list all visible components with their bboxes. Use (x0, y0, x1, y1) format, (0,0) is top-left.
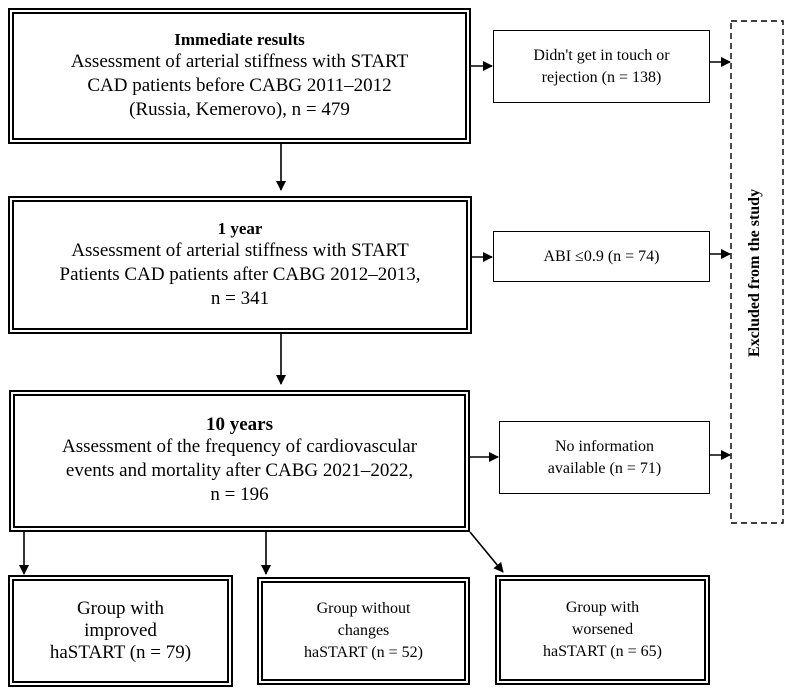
excluded-abi-line-1: ABI ≤0.9 (n = 74) (543, 247, 660, 265)
group-worsened-box: Group with worsened haSTART (n = 65) (495, 575, 710, 685)
excluded-no-info-box: No information available (n = 71) (499, 421, 710, 494)
excluded-no-info-line-2: available (n = 71) (547, 459, 662, 477)
group-no-changes-line-3: haSTART (n = 52) (304, 644, 423, 661)
stage-10-years-box: 10 years Assessment of the frequency of … (9, 390, 470, 532)
group-improved-line-2: improved (84, 620, 157, 641)
stage-1-year-line-2: Patients CAD patients after CABG 2012–20… (59, 264, 421, 285)
excluded-no-contact-line-2: rejection (n = 138) (541, 68, 662, 86)
group-no-changes-box: Group without changes haSTART (n = 52) (257, 577, 470, 685)
excluded-side-box (730, 20, 784, 524)
stage-immediate-results-line-1: Assessment of arterial stiffness with ST… (70, 51, 409, 72)
stage-immediate-results-line-3: (Russia, Kemerovo), n = 479 (129, 99, 350, 120)
excluded-no-contact-line-1: Didn't get in touch or (533, 46, 670, 64)
stage-1-year-box: 1 year Assessment of arterial stiffness … (8, 196, 472, 334)
stage-10-years-line-2: events and mortality after CABG 2021–202… (65, 460, 414, 481)
group-improved-line-3: haSTART (n = 79) (49, 642, 192, 663)
excluded-no-info-line-1: No information (554, 437, 655, 455)
excluded-no-contact-box: Didn't get in touch or rejection (n = 13… (493, 30, 710, 103)
stage-10-years-title: 10 years (205, 414, 273, 435)
stage-immediate-results-line-2: CAD patients before CABG 2011–2012 (87, 75, 392, 96)
group-no-changes-line-1: Group without (316, 600, 411, 617)
group-improved-line-1: Group with (76, 598, 165, 619)
stage-1-year-line-1: Assessment of arterial stiffness with ST… (71, 240, 409, 261)
excluded-from-study-label: Excluded from the study (746, 188, 763, 358)
group-worsened-line-3: haSTART (n = 65) (543, 643, 662, 660)
arrow-stage3-to-group3 (469, 531, 504, 573)
group-worsened-line-1: Group with (565, 599, 640, 616)
stage-immediate-results-title: Immediate results (174, 30, 305, 49)
stage-10-years-line-1: Assessment of the frequency of cardiovas… (61, 436, 418, 457)
group-no-changes-line-2: changes (337, 622, 390, 639)
group-improved-box: Group with improved haSTART (n = 79) (8, 575, 233, 687)
group-worsened-line-2: worsened (571, 621, 634, 638)
stage-immediate-results-box: Immediate results Assessment of arterial… (8, 8, 471, 144)
stage-10-years-line-3: n = 196 (210, 484, 269, 505)
stage-1-year-line-3: n = 341 (210, 288, 270, 309)
stage-1-year-title: 1 year (217, 219, 263, 238)
excluded-abi-box: ABI ≤0.9 (n = 74) (493, 231, 710, 282)
